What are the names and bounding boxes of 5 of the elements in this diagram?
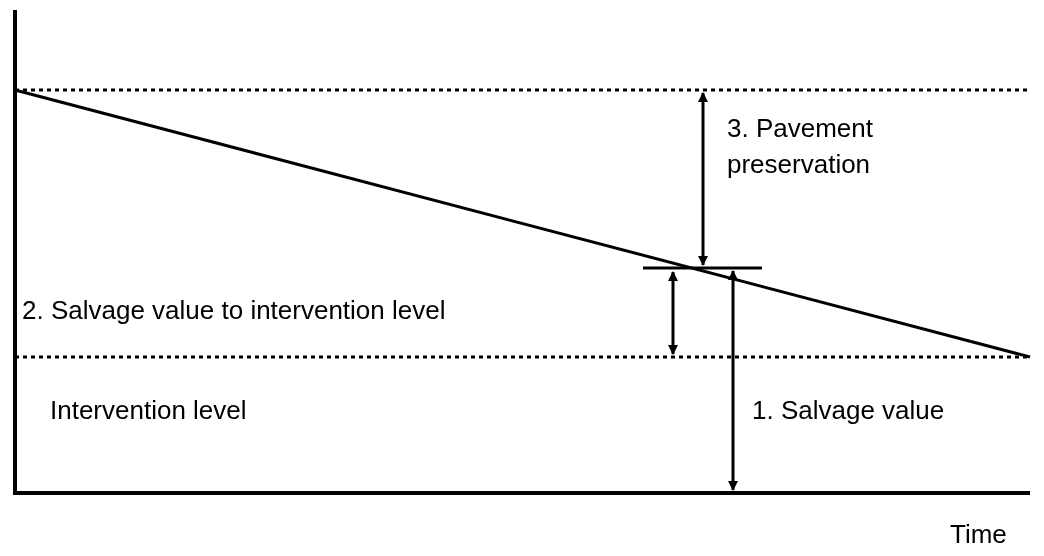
dimension-label: 1. Salvage value [752, 394, 945, 427]
level-label: Intervention level [50, 394, 247, 427]
dimension-label: 2. Salvage value to intervention level [22, 294, 446, 327]
axis-label: Time [950, 518, 1007, 551]
dimension-label: 3. Pavement preservation [727, 112, 874, 181]
